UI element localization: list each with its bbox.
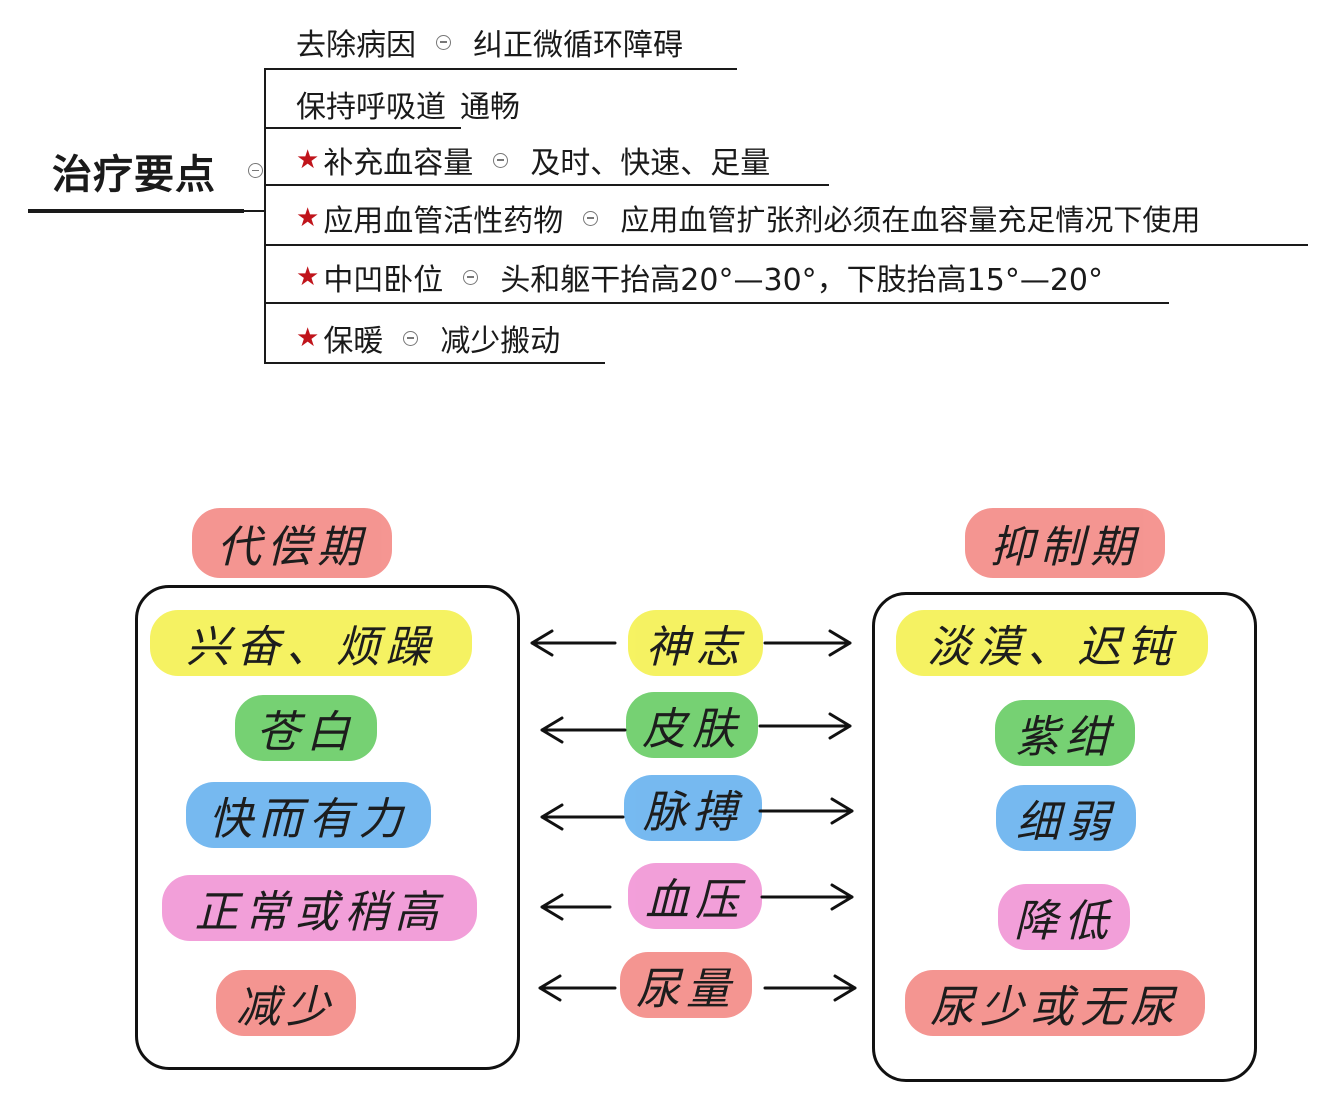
left-sign-text: 快而有力 [208, 794, 409, 845]
shock-stage-comparison: 代偿期 抑制期 兴奋、烦躁 神志 淡漠、迟钝 苍白 皮肤 紫绀 快而有力 脉搏 … [0, 480, 1339, 1100]
star-icon: ★ [296, 203, 320, 233]
double-arrow [520, 877, 865, 937]
sign-category: 脉搏 [624, 775, 762, 841]
star-icon: ★ [296, 145, 320, 175]
mindmap-branch[interactable]: 去除病因 纠正微循环障碍 [296, 20, 683, 64]
branch-detail: 应用血管扩张剂必须在血容量充足情况下使用 [620, 203, 1201, 237]
branch-detail: 头和躯干抬高20°—30°，下肢抬高15°—20° [500, 263, 1104, 298]
right-stage-title: 抑制期 [965, 508, 1165, 578]
collapse-toggle-icon[interactable] [248, 163, 263, 178]
branch-bracket-line [264, 68, 266, 364]
collapse-toggle-icon[interactable] [583, 210, 599, 226]
collapse-toggle-icon[interactable] [493, 152, 509, 168]
branch-underline [265, 127, 461, 129]
left-sign-text: 兴奋、烦躁 [186, 622, 436, 673]
collapse-toggle-icon[interactable] [436, 34, 451, 50]
right-sign: 尿少或无尿 [905, 970, 1205, 1036]
sign-category: 血压 [628, 863, 762, 929]
mindmap-root-title: 治疗要点 [52, 152, 216, 198]
sign-category-text: 尿量 [636, 964, 736, 1015]
branch-label: 保持呼吸道 [296, 90, 446, 125]
right-sign: 紫绀 [995, 700, 1135, 766]
branch-detail: 减少搬动 [440, 324, 561, 359]
bracket-connector [244, 210, 265, 212]
branch-label: 保暖 [323, 324, 384, 359]
right-sign-text: 降低 [1014, 896, 1114, 947]
branch-underline [265, 362, 605, 364]
star-icon: ★ [296, 262, 320, 292]
branch-underline [265, 244, 1308, 246]
right-sign: 淡漠、迟钝 [896, 610, 1208, 676]
right-sign-text: 细弱 [1016, 797, 1116, 848]
left-sign: 兴奋、烦躁 [150, 610, 472, 676]
left-sign: 快而有力 [186, 782, 431, 848]
double-arrow [520, 698, 865, 758]
right-sign-text: 紫绀 [1015, 712, 1115, 763]
left-stage-box [135, 585, 520, 1070]
mindmap-branch[interactable]: ★ 应用血管活性药物 应用血管扩张剂必须在血容量充足情况下使用 [296, 196, 1200, 240]
right-sign: 细弱 [996, 785, 1136, 851]
sign-category: 尿量 [620, 952, 752, 1018]
branch-detail: 通畅 [460, 90, 520, 125]
mindmap-branch[interactable]: ★ 中凹卧位 头和躯干抬高20°—30°，下肢抬高15°—20° [296, 255, 1103, 299]
collapse-toggle-icon[interactable] [403, 330, 419, 346]
branch-underline [265, 302, 1169, 304]
collapse-toggle-icon[interactable] [463, 269, 479, 285]
sign-category: 神志 [628, 610, 763, 676]
left-sign: 减少 [216, 970, 356, 1036]
branch-label: 补充血容量 [323, 146, 474, 181]
mindmap-branch[interactable]: 保持呼吸道 通畅 [296, 82, 520, 126]
right-stage-title-text: 抑制期 [990, 522, 1140, 573]
sign-category-text: 皮肤 [642, 704, 742, 755]
double-arrow [520, 958, 865, 1018]
left-stage-title-text: 代偿期 [217, 522, 367, 573]
right-sign-text: 淡漠、迟钝 [927, 622, 1177, 673]
left-sign: 苍白 [235, 695, 377, 761]
branch-underline [265, 68, 737, 70]
left-sign-text: 苍白 [256, 707, 356, 758]
branch-detail: 及时、快速、足量 [530, 146, 771, 181]
branch-label: 去除病因 [296, 28, 416, 63]
sign-category-text: 血压 [645, 875, 745, 926]
mindmap-branch[interactable]: ★ 保暖 减少搬动 [296, 316, 560, 360]
left-sign: 正常或稍高 [162, 875, 477, 941]
star-icon: ★ [296, 323, 320, 353]
branch-detail: 纠正微循环障碍 [473, 28, 683, 63]
branch-label: 应用血管活性药物 [323, 204, 564, 239]
right-stage-box [872, 592, 1257, 1082]
left-sign-text: 正常或稍高 [194, 887, 445, 938]
double-arrow [520, 785, 865, 845]
root-underline [28, 209, 244, 213]
left-stage-title: 代偿期 [192, 508, 392, 578]
sign-category-text: 脉搏 [643, 787, 743, 838]
left-sign-text: 减少 [236, 982, 336, 1033]
branch-label: 中凹卧位 [323, 263, 444, 298]
mindmap: 治疗要点 去除病因 纠正微循环障碍 保持呼吸道 通畅 ★ 补充血容量 及时、快速… [0, 0, 1339, 390]
double-arrow [520, 613, 865, 673]
right-sign: 降低 [998, 884, 1130, 950]
sign-category-text: 神志 [645, 622, 746, 673]
sign-category: 皮肤 [626, 692, 758, 758]
mindmap-branch[interactable]: ★ 补充血容量 及时、快速、足量 [296, 138, 770, 182]
branch-underline [265, 184, 829, 186]
right-sign-text: 尿少或无尿 [930, 982, 1180, 1033]
